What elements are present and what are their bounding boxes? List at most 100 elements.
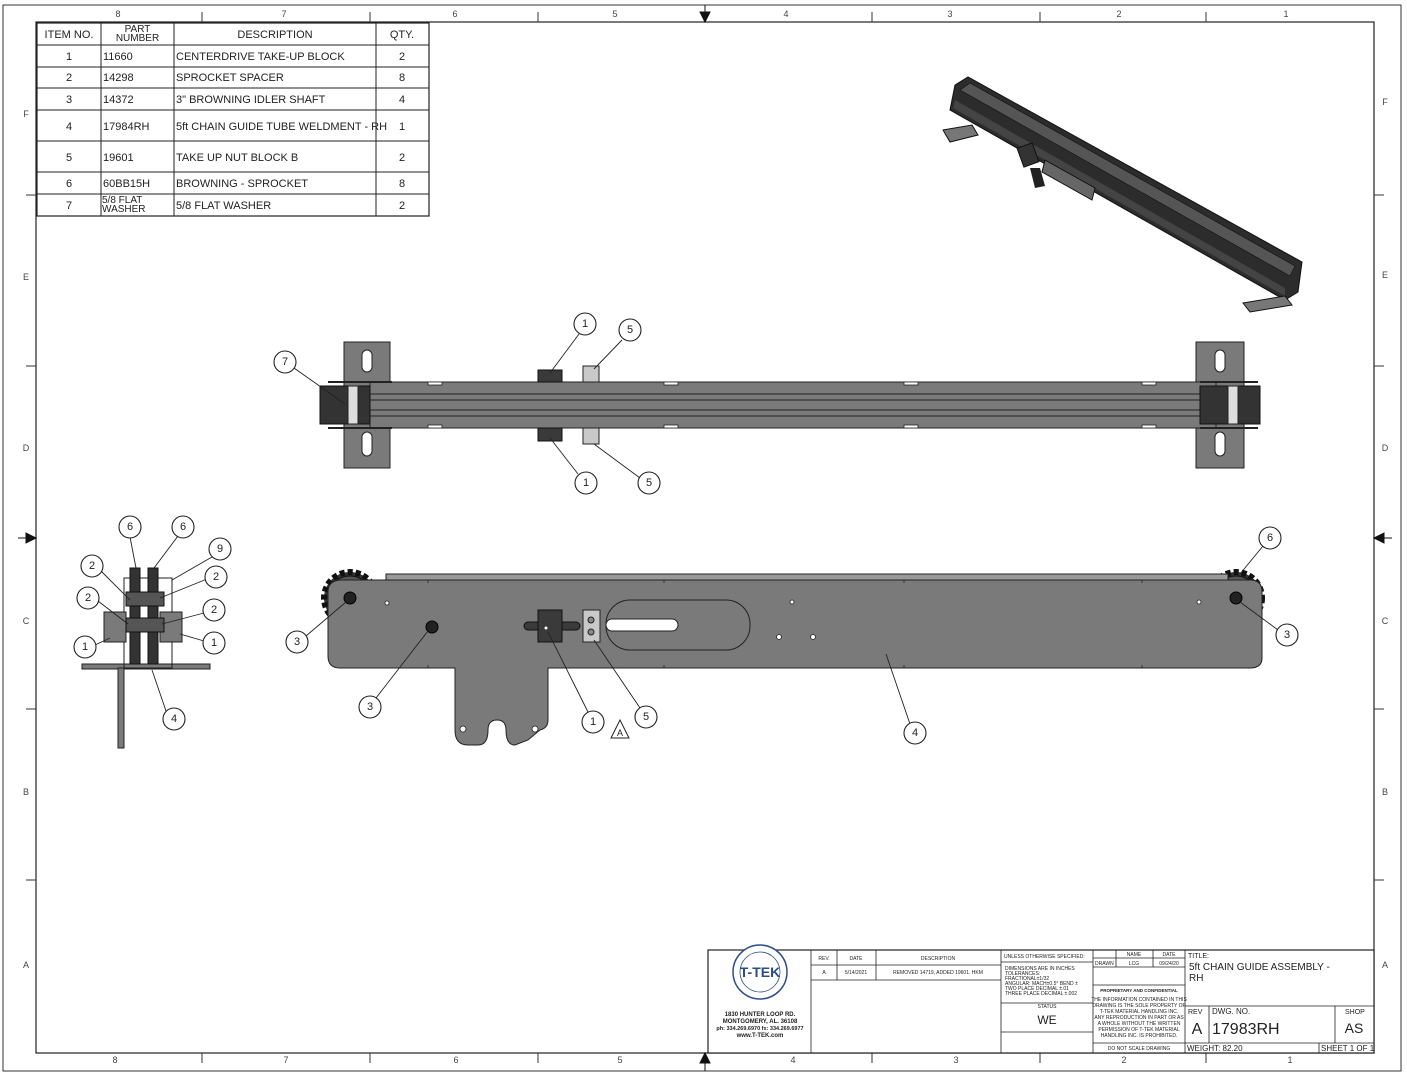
top-balloon-5-lower: 5 <box>646 477 652 489</box>
bom-row-3-item: 3 <box>66 94 72 106</box>
end-balloon-2-d: 2 <box>211 604 217 616</box>
zone-labels: 8 7 6 5 4 3 2 1 8 7 6 5 4 3 2 1 F E D C … <box>23 9 1389 1065</box>
bom-header-qty: QTY. <box>390 29 414 41</box>
company-logo: T-TEK <box>732 944 788 1000</box>
date2-header: DATE <box>1163 952 1177 958</box>
iso-take-up-block <box>1016 142 1040 168</box>
bom-row-4-item: 4 <box>66 121 72 133</box>
drawing-title-line-2: RH <box>1189 973 1203 984</box>
zone-col-bot-2: 2 <box>1121 1055 1126 1065</box>
zone-row-left-D: D <box>23 443 30 453</box>
side-balloon-4: 4 <box>912 727 918 739</box>
end-balloon-2-a: 2 <box>89 560 95 572</box>
revision-flag-label: A <box>617 728 623 738</box>
top-nut-block-lower <box>582 427 600 445</box>
bom-header-desc: DESCRIPTION <box>237 29 312 41</box>
zone-ticks <box>26 12 1384 1063</box>
bom-row-6-qty: 8 <box>399 178 405 190</box>
shop-label: SHOP <box>1345 1009 1365 1016</box>
bom-table: ITEM NO. PART NUMBER DESCRIPTION QTY. 1 … <box>36 22 430 217</box>
bom-row-6-desc: BROWNING - SPROCKET <box>176 178 308 190</box>
top-balloon-5-upper: 5 <box>627 324 633 336</box>
drawing-title-line-1: 5ft CHAIN GUIDE ASSEMBLY - <box>1189 962 1330 973</box>
side-balloon-1: 1 <box>590 716 596 728</box>
zone-row-left-F: F <box>23 109 29 119</box>
zone-row-left-A: A <box>23 960 29 970</box>
bom-row-6-item: 6 <box>66 178 72 190</box>
rev-big: A <box>1192 1021 1203 1038</box>
top-take-up-block-lower <box>537 427 563 442</box>
drawn-label: DRAWN <box>1095 961 1114 967</box>
bom-row-4-part: 17984RH <box>103 121 150 133</box>
tolerance-line-5: TWO PLACE DECIMAL ±.01 <box>1005 986 1069 992</box>
tolerance-line-6: THREE PLACE DECIMAL ±.002 <box>1005 991 1077 997</box>
zone-col-bot-1: 1 <box>1287 1055 1292 1065</box>
bom-row-3-qty: 4 <box>399 94 405 106</box>
end-view: 6 6 9 2 2 2 2 1 1 4 <box>73 515 232 749</box>
zone-col-top-1: 1 <box>1283 9 1288 19</box>
zone-col-bot-3: 3 <box>953 1055 958 1065</box>
rev-row-date: 5/14/2021 <box>845 970 867 976</box>
top-rail <box>369 381 1217 429</box>
company-logo-text: T-TEK <box>740 964 780 980</box>
side-nut-block <box>582 609 601 643</box>
tolerance-line-3: FRACTIONAL±1/32 <box>1005 976 1049 982</box>
zone-col-top-8: 8 <box>115 9 120 19</box>
end-balloon-1-right: 1 <box>211 637 217 649</box>
side-balloon-3-right: 3 <box>1284 629 1290 641</box>
isometric-view <box>942 76 1303 313</box>
zone-row-right-F: F <box>1382 97 1388 107</box>
drawn-name: LCG <box>1129 961 1139 967</box>
rev-label: REV <box>1188 1009 1203 1016</box>
zone-row-left-B: B <box>23 787 29 797</box>
proprietary-line-4: ANY REPRODUCTION IN PART OR AS <box>1094 1015 1184 1021</box>
bom-row-7-part: 5/8 FLAT WASHER <box>102 195 146 215</box>
rev-col-header: REV. <box>818 956 829 962</box>
side-main-plate <box>327 579 1263 746</box>
zone-col-bot-4: 4 <box>790 1055 795 1065</box>
zone-col-bot-6: 6 <box>453 1055 458 1065</box>
proprietary-line-2: DRAWING IS THE SOLE PROPERTY OF <box>1092 1003 1185 1009</box>
drawing-number: 17983RH <box>1212 1021 1280 1038</box>
shop-value: AS <box>1345 1020 1364 1036</box>
end-balloon-6-right: 6 <box>180 521 186 533</box>
end-balloon-9: 9 <box>217 543 223 555</box>
top-view: 7 1 5 1 5 <box>273 312 1261 495</box>
tolerance-line-4: ANGULAR: MACH±0.5° BEND ± <box>1005 981 1078 987</box>
side-take-up-block <box>537 609 563 643</box>
zone-col-bot-8: 8 <box>112 1055 117 1065</box>
tolerance-line-2: TOLERANCES: <box>1005 971 1040 977</box>
bom-row-3-part: 14372 <box>103 94 134 106</box>
side-balloon-3-mid: 3 <box>367 701 373 713</box>
bom-row-2-desc: SPROCKET SPACER <box>176 72 284 84</box>
iso-foot-left <box>942 124 979 143</box>
bom-row-4-desc: 5ft CHAIN GUIDE TUBE WELDMENT - RH <box>176 121 387 133</box>
bom-row-1-desc: CENTERDRIVE TAKE-UP BLOCK <box>176 51 345 63</box>
bom-row-2-item: 2 <box>66 72 72 84</box>
zone-row-right-C: C <box>1382 616 1389 626</box>
top-nut-block-upper <box>582 365 600 383</box>
rev-row-value: A <box>822 970 826 976</box>
side-balloon-5: 5 <box>643 711 649 723</box>
zone-row-right-E: E <box>1382 270 1388 280</box>
end-balloon-2-c: 2 <box>85 592 91 604</box>
company-phone: ph: 334.269.6970 fx: 334.269.6977 <box>716 1026 803 1032</box>
dwg-label: DWG. NO. <box>1212 1007 1250 1016</box>
company-address-2: MONTGOMERY, AL. 36108 <box>723 1019 798 1025</box>
rev-row-desc: REMOVED 14719, ADDED 19601. HKM <box>893 970 983 976</box>
company-address-1: 1830 HUNTER LOOP RD. <box>725 1012 796 1018</box>
side-view: 6 3 3 3 1 5 4 A <box>285 526 1299 746</box>
zone-row-right-B: B <box>1382 787 1388 797</box>
company-web: www.T-TEK.com <box>736 1033 784 1039</box>
end-balloon-1-left: 1 <box>82 641 88 653</box>
end-balloon-4: 4 <box>171 713 177 725</box>
zone-col-top-2: 2 <box>1116 9 1121 19</box>
proprietary-line-6: PERMISSION OF T-TEK MATERIAL <box>1098 1027 1179 1033</box>
zone-col-top-3: 3 <box>947 9 952 19</box>
bom-header-item: ITEM NO. <box>45 29 94 41</box>
bom-row-4-qty: 1 <box>399 121 405 133</box>
status-label: STATUS <box>1038 1004 1058 1010</box>
name-header: NAME <box>1127 952 1142 958</box>
title-block: T-TEK 1830 HUNTER LOOP RD. MONTGOMERY, A… <box>707 944 1375 1054</box>
